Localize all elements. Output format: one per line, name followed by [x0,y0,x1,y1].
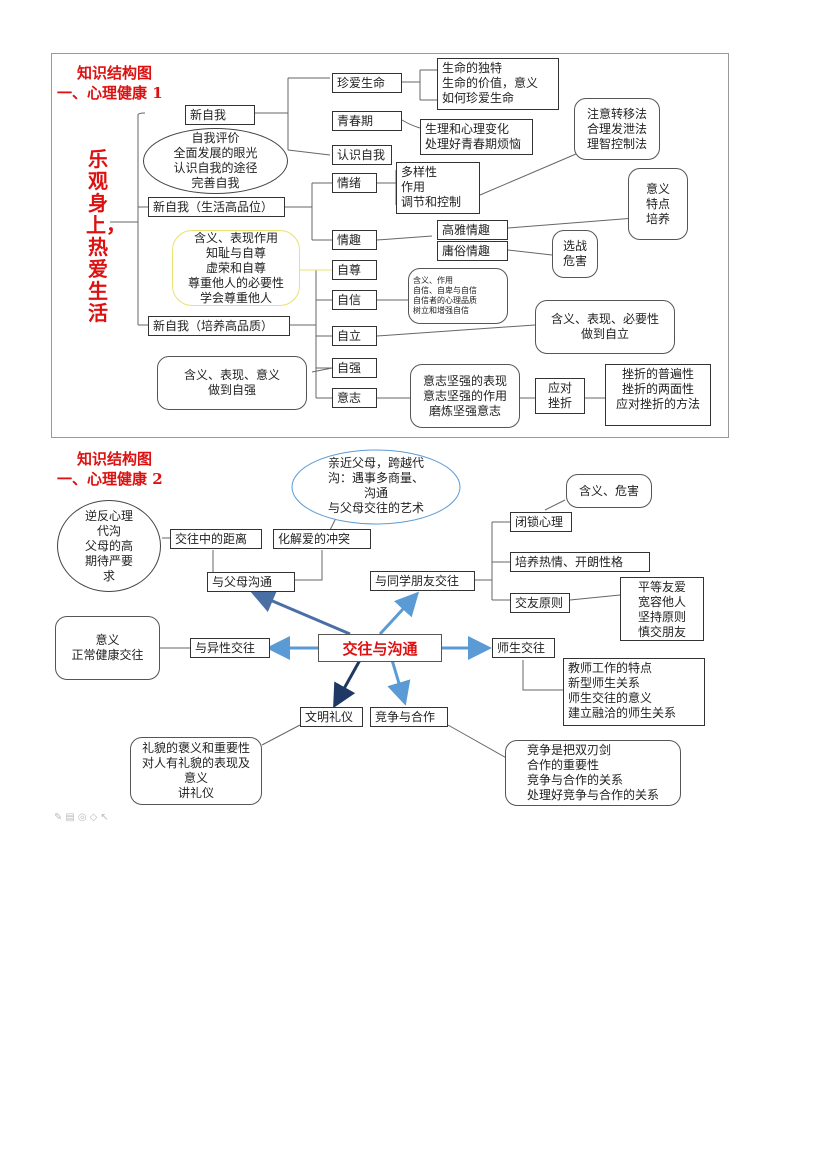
node-independence: 自立 [332,326,377,346]
emotion-detail: 多样性 作用 调节和控制 [396,162,480,214]
node-know-self: 认识自我 [332,145,392,165]
panel2-title-line1: 知识结构图 [77,450,153,468]
panel1-title-line1: 知识结构图 [77,64,153,82]
panel1-title-line2: 一、心理健康 1 [57,84,163,102]
eraser-icon[interactable]: ◇ [89,812,101,823]
ellipse-self-assessment: 自我评价 全面发展的眼光 认识自我的途径 完善自我 [143,128,288,194]
node-resolve-conflict: 化解爱的冲突 [273,529,371,549]
pointer-icon[interactable]: ↖ [100,812,112,823]
node-self-respect: 自尊 [332,260,377,280]
vertical-title: 乐观身上，热爱生活 [86,147,126,325]
independence-detail: 含义、表现、必要性 做到自立 [535,300,675,354]
yellow-bubble-respect: 含义、表现作用 知耻与自尊 虚荣和自尊 尊重他人的必要性 学会尊重他人 [172,230,300,306]
node-compete: 竞争与合作 [370,707,448,727]
node-parents: 与父母沟通 [207,572,295,592]
frustration-node: 应对 挫折 [535,378,585,414]
emotion-methods: 注意转移法 合理发泄法 理智控制法 [574,98,660,160]
panel2-title-line2: 一、心理健康 2 [57,470,163,488]
center-node: 交往与沟通 [318,634,442,662]
node-new-self: 新自我 [185,105,255,125]
node-peers: 与同学朋友交往 [370,571,475,591]
compete-detail: 竞争是把双刃剑 合作的重要性 竞争与合作的关系 处理好竞争与合作的关系 [505,740,681,806]
pencil-icon[interactable]: ✎ [54,812,66,823]
node-self-improve: 自强 [332,358,377,378]
improve-detail: 含义、表现、意义 做到自强 [157,356,307,410]
node-elegant-interest: 高雅情趣 [437,220,508,240]
toolbar-icons: ✎▤◎◇↖ [54,812,112,823]
node-new-self-quality: 新自我（培养高品质） [148,316,290,336]
node-interest: 情趣 [332,230,377,250]
node-vulgar-interest: 庸俗情趣 [437,241,508,261]
loop-icon[interactable]: ◎ [77,812,90,823]
node-closed-mind: 闭锁心理 [510,512,572,532]
life-detail: 生命的独特 生命的价值，意义 如何珍爱生命 [437,58,559,110]
frustration-detail: 挫折的普遍性 挫折的两面性 应对挫折的方法 [605,364,711,426]
closed-detail: 含义、危害 [566,474,652,508]
node-adolescence: 青春期 [332,111,402,131]
node-confidence: 自信 [332,290,377,310]
panel2-title: 知识结构图 一、心理健康 2 [57,449,163,489]
node-new-self-life: 新自我（生活高品位） [148,197,285,217]
node-friend-principle: 交友原则 [510,593,570,613]
adolescence-detail: 生理和心理变化 处理好青春期烦恼 [420,119,533,155]
node-civility: 文明礼仪 [300,707,363,727]
node-teacher: 师生交往 [492,638,555,658]
will-detail: 意志坚强的表现 意志坚强的作用 磨炼坚强意志 [410,364,520,428]
node-cherish-life: 珍爱生命 [332,73,402,93]
node-cultivate: 培养热情、开朗性格 [510,552,650,572]
teacher-detail: 教师工作的特点 新型师生关系 师生交往的意义 建立融洽的师生关系 [563,658,705,726]
confidence-detail: 含义、作用 自信、自卑与自信 自信者的心理品质 树立和增强自信 [408,268,508,324]
cloud-parents-art: 亲近父母，跨越代 沟：遇事多商量、 沟通 与父母交往的艺术 [327,456,424,515]
principle-detail: 平等友爱 宽容他人 坚持原则 慎交朋友 [620,577,704,641]
opposite-detail: 意义 正常健康交往 [55,616,160,680]
bubble-rebellion: 逆反心理 代沟 父母的高 期待严要 求 [57,500,161,592]
panel1-title: 知识结构图 一、心理健康 1 [57,63,163,103]
node-will: 意志 [332,388,377,408]
civility-detail: 礼貌的褒义和重要性 对人有礼貌的表现及 意义 讲礼仪 [130,737,262,805]
node-emotion: 情绪 [332,173,377,193]
grid-icon[interactable]: ▤ [65,812,78,823]
node-opposite-sex: 与异性交往 [190,638,270,658]
node-distance: 交往中的距离 [170,529,262,549]
vulgar-detail: 选战 危害 [552,230,598,278]
interest-detail: 意义 特点 培养 [628,168,688,240]
